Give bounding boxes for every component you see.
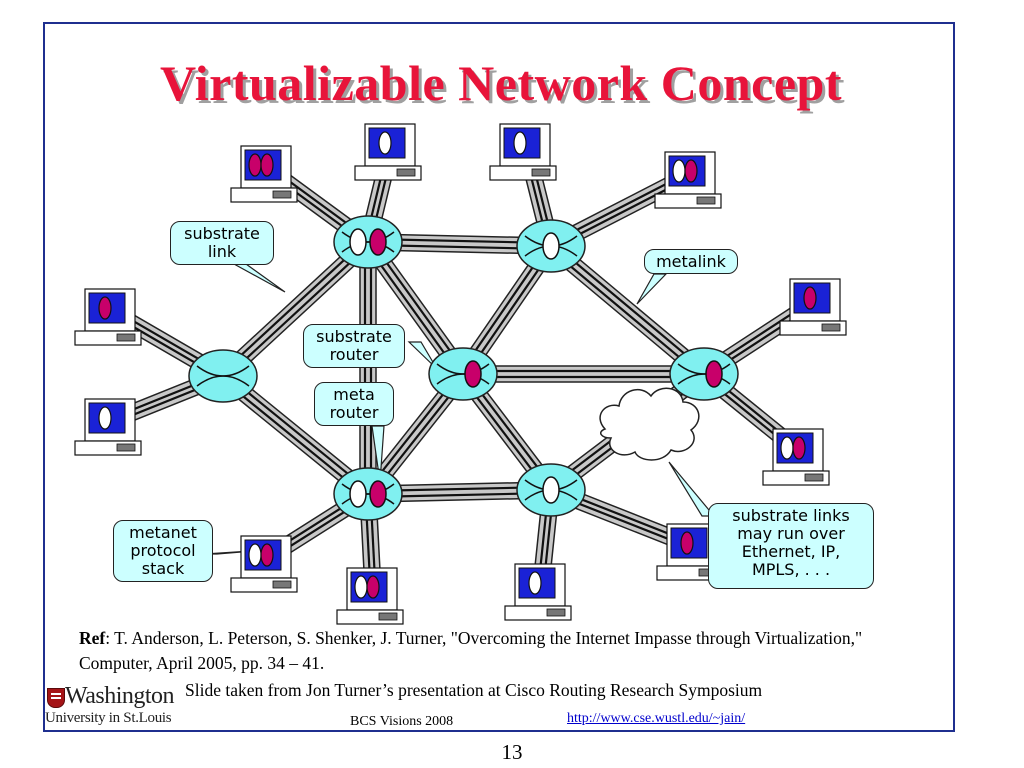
metalink-BE-b bbox=[548, 247, 703, 378]
meta-router-icon bbox=[98, 296, 112, 320]
substrate-router-callout: substrate router bbox=[303, 324, 405, 368]
reference-citation: Ref: T. Anderson, L. Peterson, S. Shenke… bbox=[79, 626, 929, 676]
slide-frame: Virtualizable Network Concept substrate … bbox=[43, 22, 955, 732]
computer-icon bbox=[354, 123, 422, 181]
computer-icon bbox=[779, 278, 847, 336]
computer-icon bbox=[230, 145, 298, 203]
reference-label: Ref bbox=[79, 628, 106, 648]
meta-router-icon bbox=[260, 153, 274, 177]
computer-icon bbox=[74, 398, 142, 456]
substrate-router-icon bbox=[188, 349, 258, 403]
meta-router-icon bbox=[792, 436, 806, 460]
meta-router-icon bbox=[98, 406, 112, 430]
substrate-router-pointer bbox=[407, 341, 438, 370]
computer-icon bbox=[74, 288, 142, 346]
computer-icon bbox=[504, 563, 572, 621]
metalink-AC-b bbox=[220, 238, 367, 375]
meta-router-icon bbox=[542, 476, 560, 504]
metalink-pointer bbox=[636, 273, 668, 305]
slide-attribution: Slide taken from Jon Turner’s presentati… bbox=[185, 680, 763, 700]
meta-router-icon bbox=[542, 232, 560, 260]
meta-router-icon bbox=[672, 159, 686, 183]
meta-router-icon bbox=[780, 436, 794, 460]
computer-icon bbox=[230, 535, 298, 593]
substrate-router-icon bbox=[428, 347, 498, 401]
meta-router-icon bbox=[705, 360, 723, 388]
substrate-link-AF bbox=[359, 241, 377, 495]
callout-pointers bbox=[204, 263, 716, 555]
meta-router-icon bbox=[684, 159, 698, 183]
meta-router-icon bbox=[349, 228, 367, 256]
university-logo: Washington University in St.Louis bbox=[45, 682, 195, 728]
meta-router-icon bbox=[349, 480, 367, 508]
metanet-protocol-stack-callout: metanet protocol stack bbox=[113, 520, 213, 582]
meta-router-icon bbox=[248, 153, 262, 177]
footer-url-link[interactable]: http://www.cse.wustl.edu/~jain/ bbox=[567, 711, 746, 726]
meta-router-icon bbox=[803, 286, 817, 310]
metalink-BE bbox=[552, 242, 707, 373]
meta-router-icon bbox=[513, 131, 527, 155]
metalink-callout: metalink bbox=[644, 249, 738, 274]
substrate-router-icon bbox=[516, 463, 586, 517]
slide-title: Virtualizable Network Concept bbox=[160, 55, 842, 111]
logo-line2: University in St.Louis bbox=[45, 710, 172, 726]
meta-router-icon bbox=[260, 543, 274, 567]
substrate-note-pointer bbox=[668, 461, 716, 517]
meta-router-icon bbox=[378, 131, 392, 155]
computer-icon bbox=[336, 567, 404, 625]
substrate-links-note-callout: substrate links may run over Ethernet, I… bbox=[708, 503, 874, 589]
metalink-AC bbox=[224, 243, 371, 380]
substrate-router-icon bbox=[333, 215, 403, 269]
computer-icon bbox=[489, 123, 557, 181]
meta-router-icon bbox=[464, 360, 482, 388]
reference-text: : T. Anderson, L. Peterson, S. Shenker, … bbox=[79, 628, 863, 673]
meta-router-icon bbox=[354, 575, 368, 599]
meta-router-icon bbox=[528, 571, 542, 595]
substrate-router-icon bbox=[669, 347, 739, 401]
substrate-router-icon bbox=[516, 219, 586, 273]
university-shield-icon bbox=[47, 688, 65, 708]
substrate-link-pointer bbox=[233, 263, 286, 293]
cloud-icon bbox=[599, 387, 700, 461]
logo-line1: Washington bbox=[65, 683, 175, 709]
substrate-router-icon bbox=[333, 467, 403, 521]
meta-router-icon bbox=[366, 575, 380, 599]
footer-event: BCS Visions 2008 bbox=[350, 714, 454, 729]
substrate-link-callout: substrate link bbox=[170, 221, 274, 265]
meta-router-icon bbox=[248, 543, 262, 567]
computer-icon bbox=[762, 428, 830, 486]
meta-router-icon bbox=[369, 228, 387, 256]
computer-icon bbox=[654, 151, 722, 209]
meta-router-pointer bbox=[371, 425, 385, 483]
meta-router-icon bbox=[680, 531, 694, 555]
routers bbox=[188, 215, 739, 521]
page-number: 13 bbox=[501, 740, 523, 764]
substrate-link-DE bbox=[462, 365, 705, 383]
meta-router-callout: meta router bbox=[314, 382, 394, 426]
meta-router-icon bbox=[369, 480, 387, 508]
network-diagram bbox=[74, 123, 847, 625]
